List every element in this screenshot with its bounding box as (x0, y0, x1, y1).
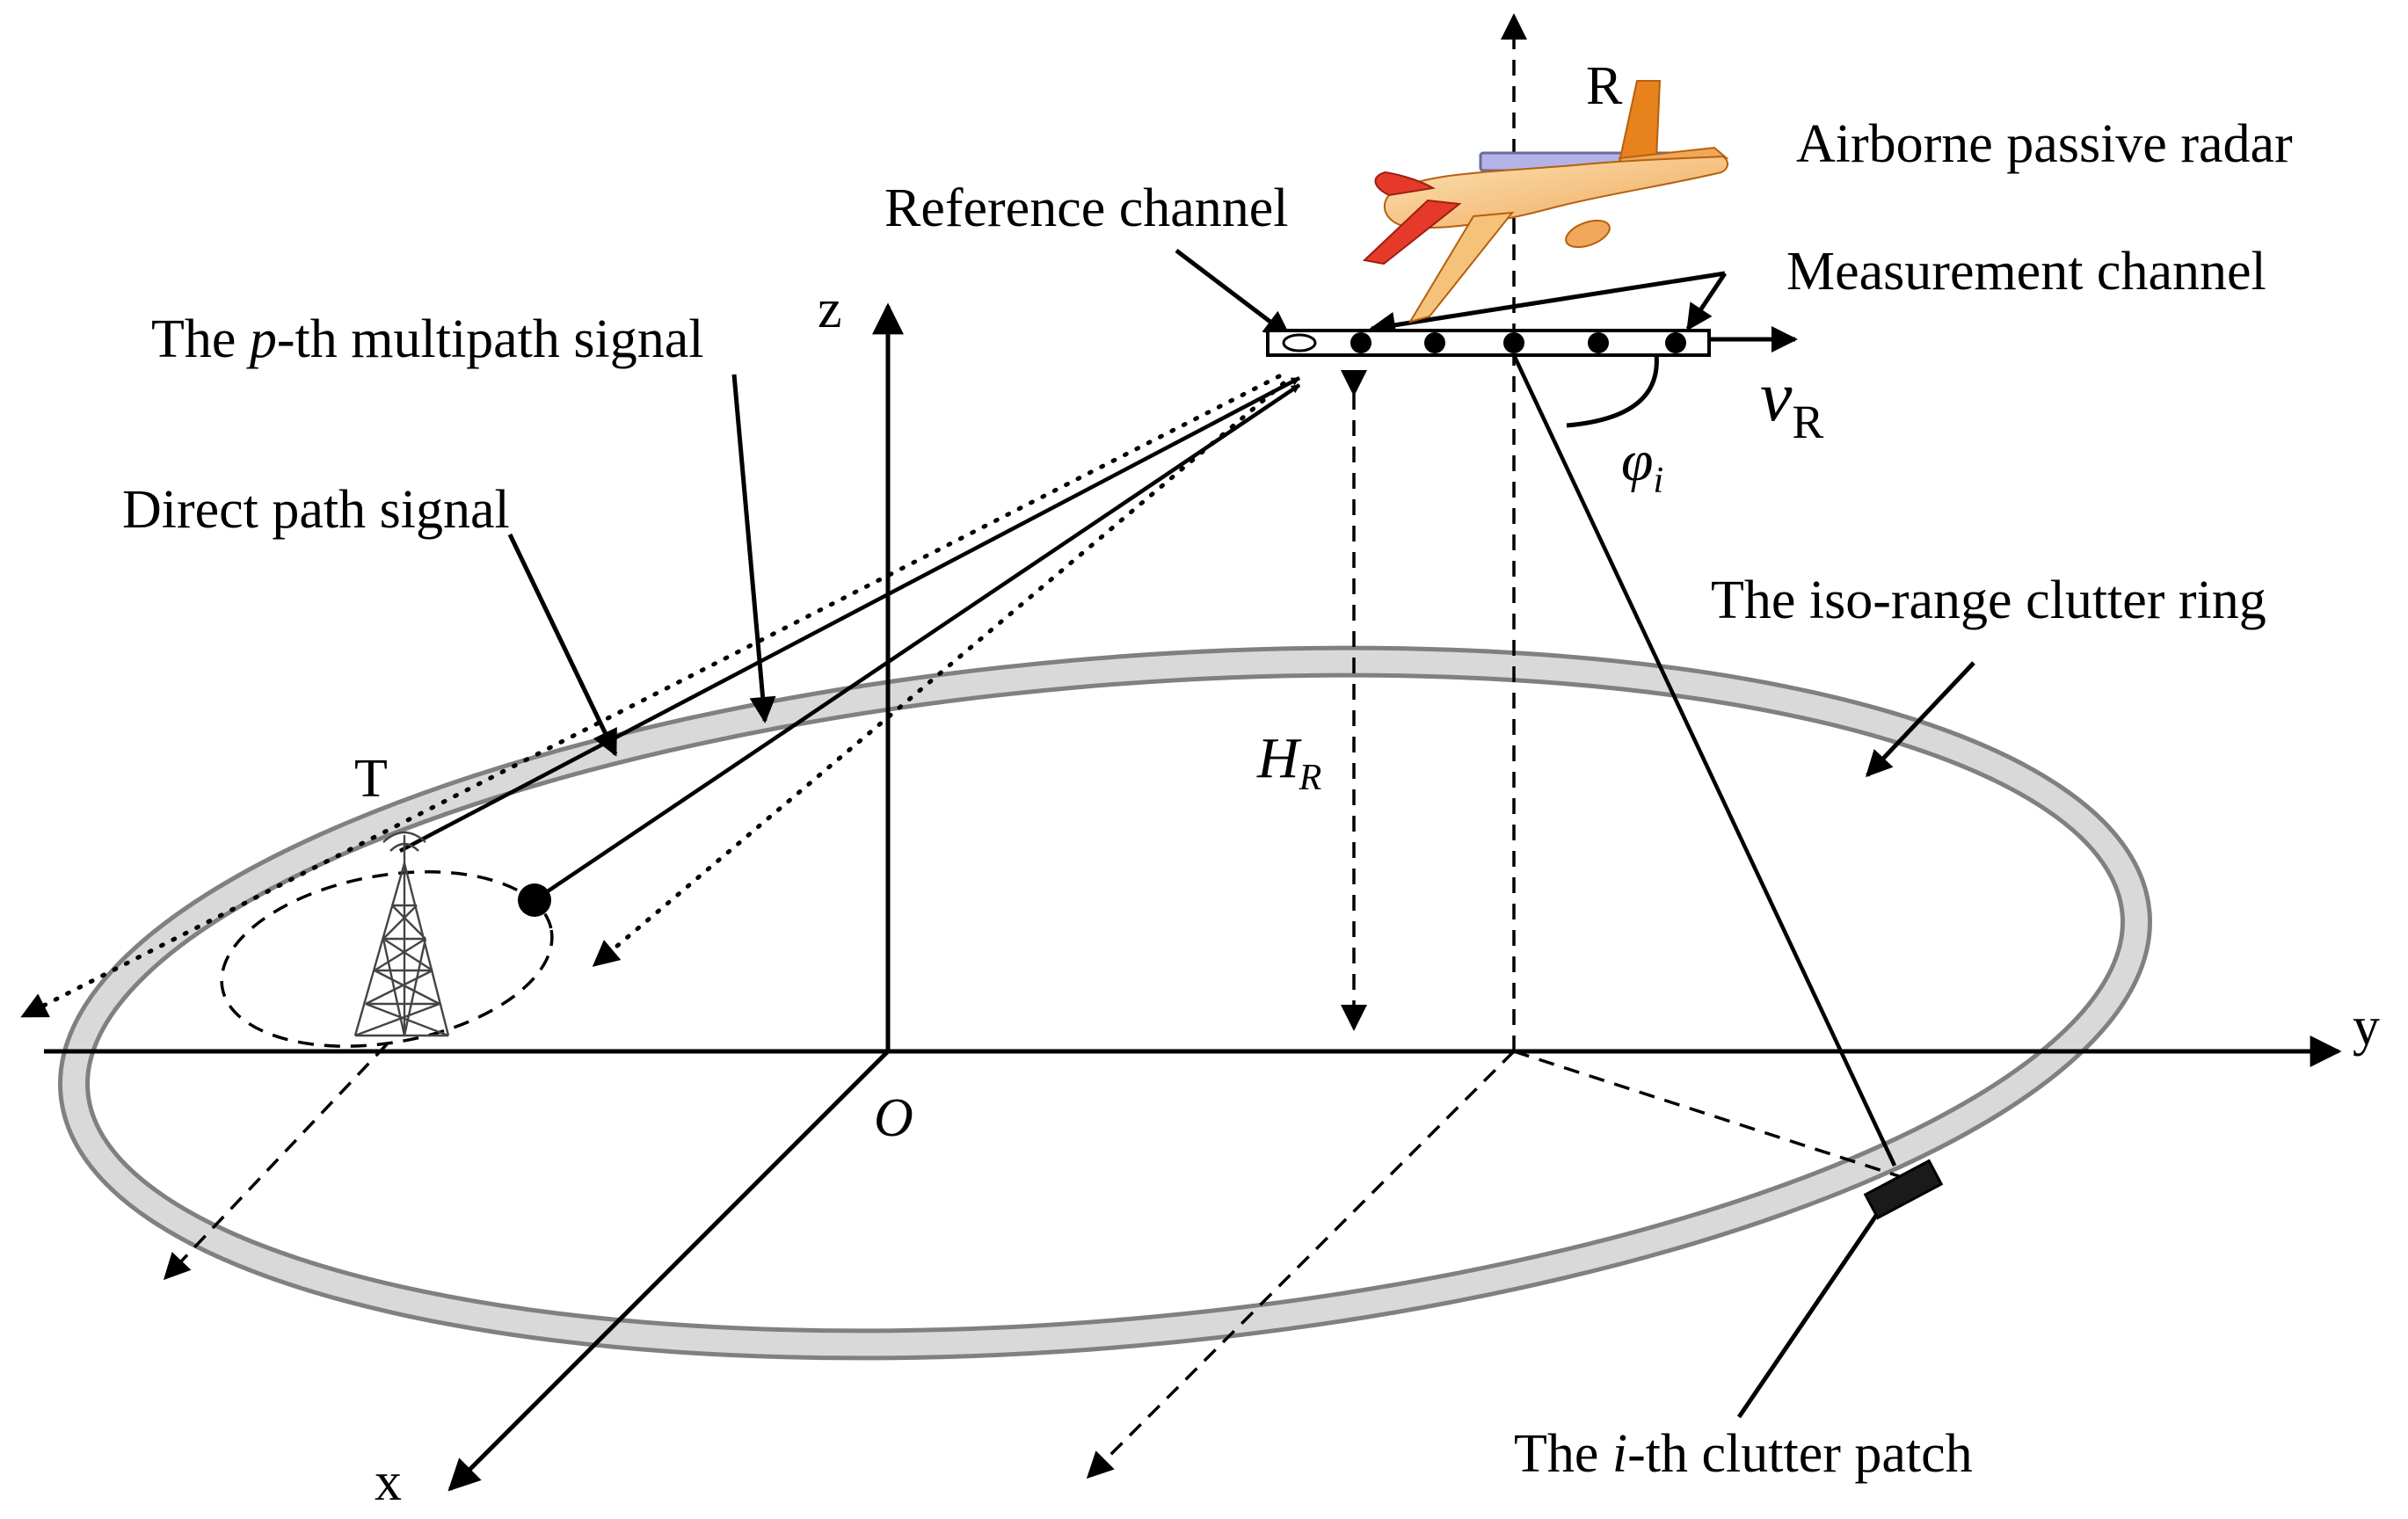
iso-range-ring-label: The iso-range clutter ring (1711, 571, 2266, 630)
measurement-channel-label: Measurement channel (1786, 242, 2266, 302)
ring-label-arrow (1865, 661, 1975, 778)
aircraft-engine (1565, 219, 1611, 249)
multipath-scatterer (518, 883, 551, 917)
projection-lines (163, 13, 1900, 1479)
array-element (1665, 332, 1686, 353)
measurement-arrow-1 (1369, 271, 1726, 338)
antenna-array (1266, 329, 1711, 357)
multipath-dotted-line (592, 381, 1286, 968)
direct-path-label-arrow (507, 533, 618, 757)
y-axis-label: y (2353, 997, 2380, 1057)
clutter-patch-label: The i-th clutter patch (1514, 1424, 1973, 1484)
reference-channel-label: Reference channel (884, 178, 1289, 238)
antenna-array-bar (1266, 329, 1711, 357)
solid-signal-paths (398, 354, 1897, 1167)
airborne-radar-label: Airborne passive radar (1796, 114, 2293, 174)
reference-channel-arrow (1175, 249, 1291, 338)
aircraft-fuselage (1383, 155, 1728, 229)
scatterer-orbit (220, 870, 554, 1048)
direct-dotted-line (20, 374, 1282, 1019)
dotted-signal-paths (20, 374, 1286, 1019)
direct-path-label: Direct path signal (122, 480, 510, 540)
patch-label-line (1736, 1206, 1884, 1419)
patch-ground-line (1513, 1050, 1900, 1178)
transmitter-label: T (354, 749, 388, 809)
origin-label: O (874, 1088, 913, 1148)
reference-element (1282, 333, 1317, 352)
aircraft-icon (1362, 80, 1729, 323)
multipath-signal-line (533, 383, 1301, 902)
z-axis-label: z (818, 280, 842, 339)
annotation-arrows (507, 249, 1975, 1419)
aircraft-left-wing (1362, 199, 1462, 265)
radar-x-projection (1086, 1050, 1516, 1479)
multipath-signal-label: The p-th multipath signal (151, 309, 704, 369)
velocity-label: vR (1760, 356, 1823, 448)
aircraft-right-wing (1408, 211, 1515, 323)
clutter-patch (1863, 1159, 1944, 1220)
transmitter-tower-icon (353, 831, 450, 1037)
x-axis (447, 1050, 890, 1492)
receiver-label: R (1586, 56, 1623, 116)
array-element (1350, 332, 1371, 353)
height-label: HR (1256, 726, 1321, 798)
clutter-signal-line (1511, 354, 1897, 1167)
array-element (1424, 332, 1445, 353)
array-element (1503, 332, 1524, 353)
x-axis-label: x (375, 1452, 402, 1512)
transmitter-x-projection (163, 1043, 389, 1281)
array-element (1588, 332, 1609, 353)
aircraft-nose (1374, 171, 1436, 197)
coordinate-axes (44, 302, 2342, 1492)
iso-range-clutter-ring (58, 645, 2152, 1361)
angle-arc (1566, 342, 1659, 428)
direct-signal-line (398, 376, 1301, 853)
angle-label: φi (1621, 429, 1663, 501)
multipath-label-arrow (731, 374, 776, 723)
measurement-arrow-2 (1685, 272, 1728, 331)
